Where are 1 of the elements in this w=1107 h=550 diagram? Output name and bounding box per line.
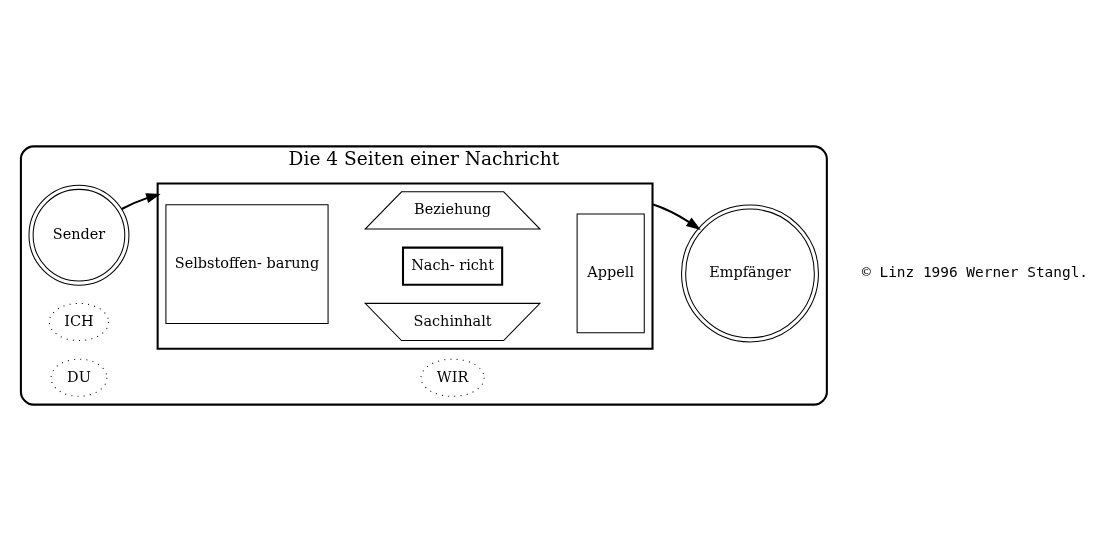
label: © Linz 1996 Werner Stangl. [862,263,1089,280]
